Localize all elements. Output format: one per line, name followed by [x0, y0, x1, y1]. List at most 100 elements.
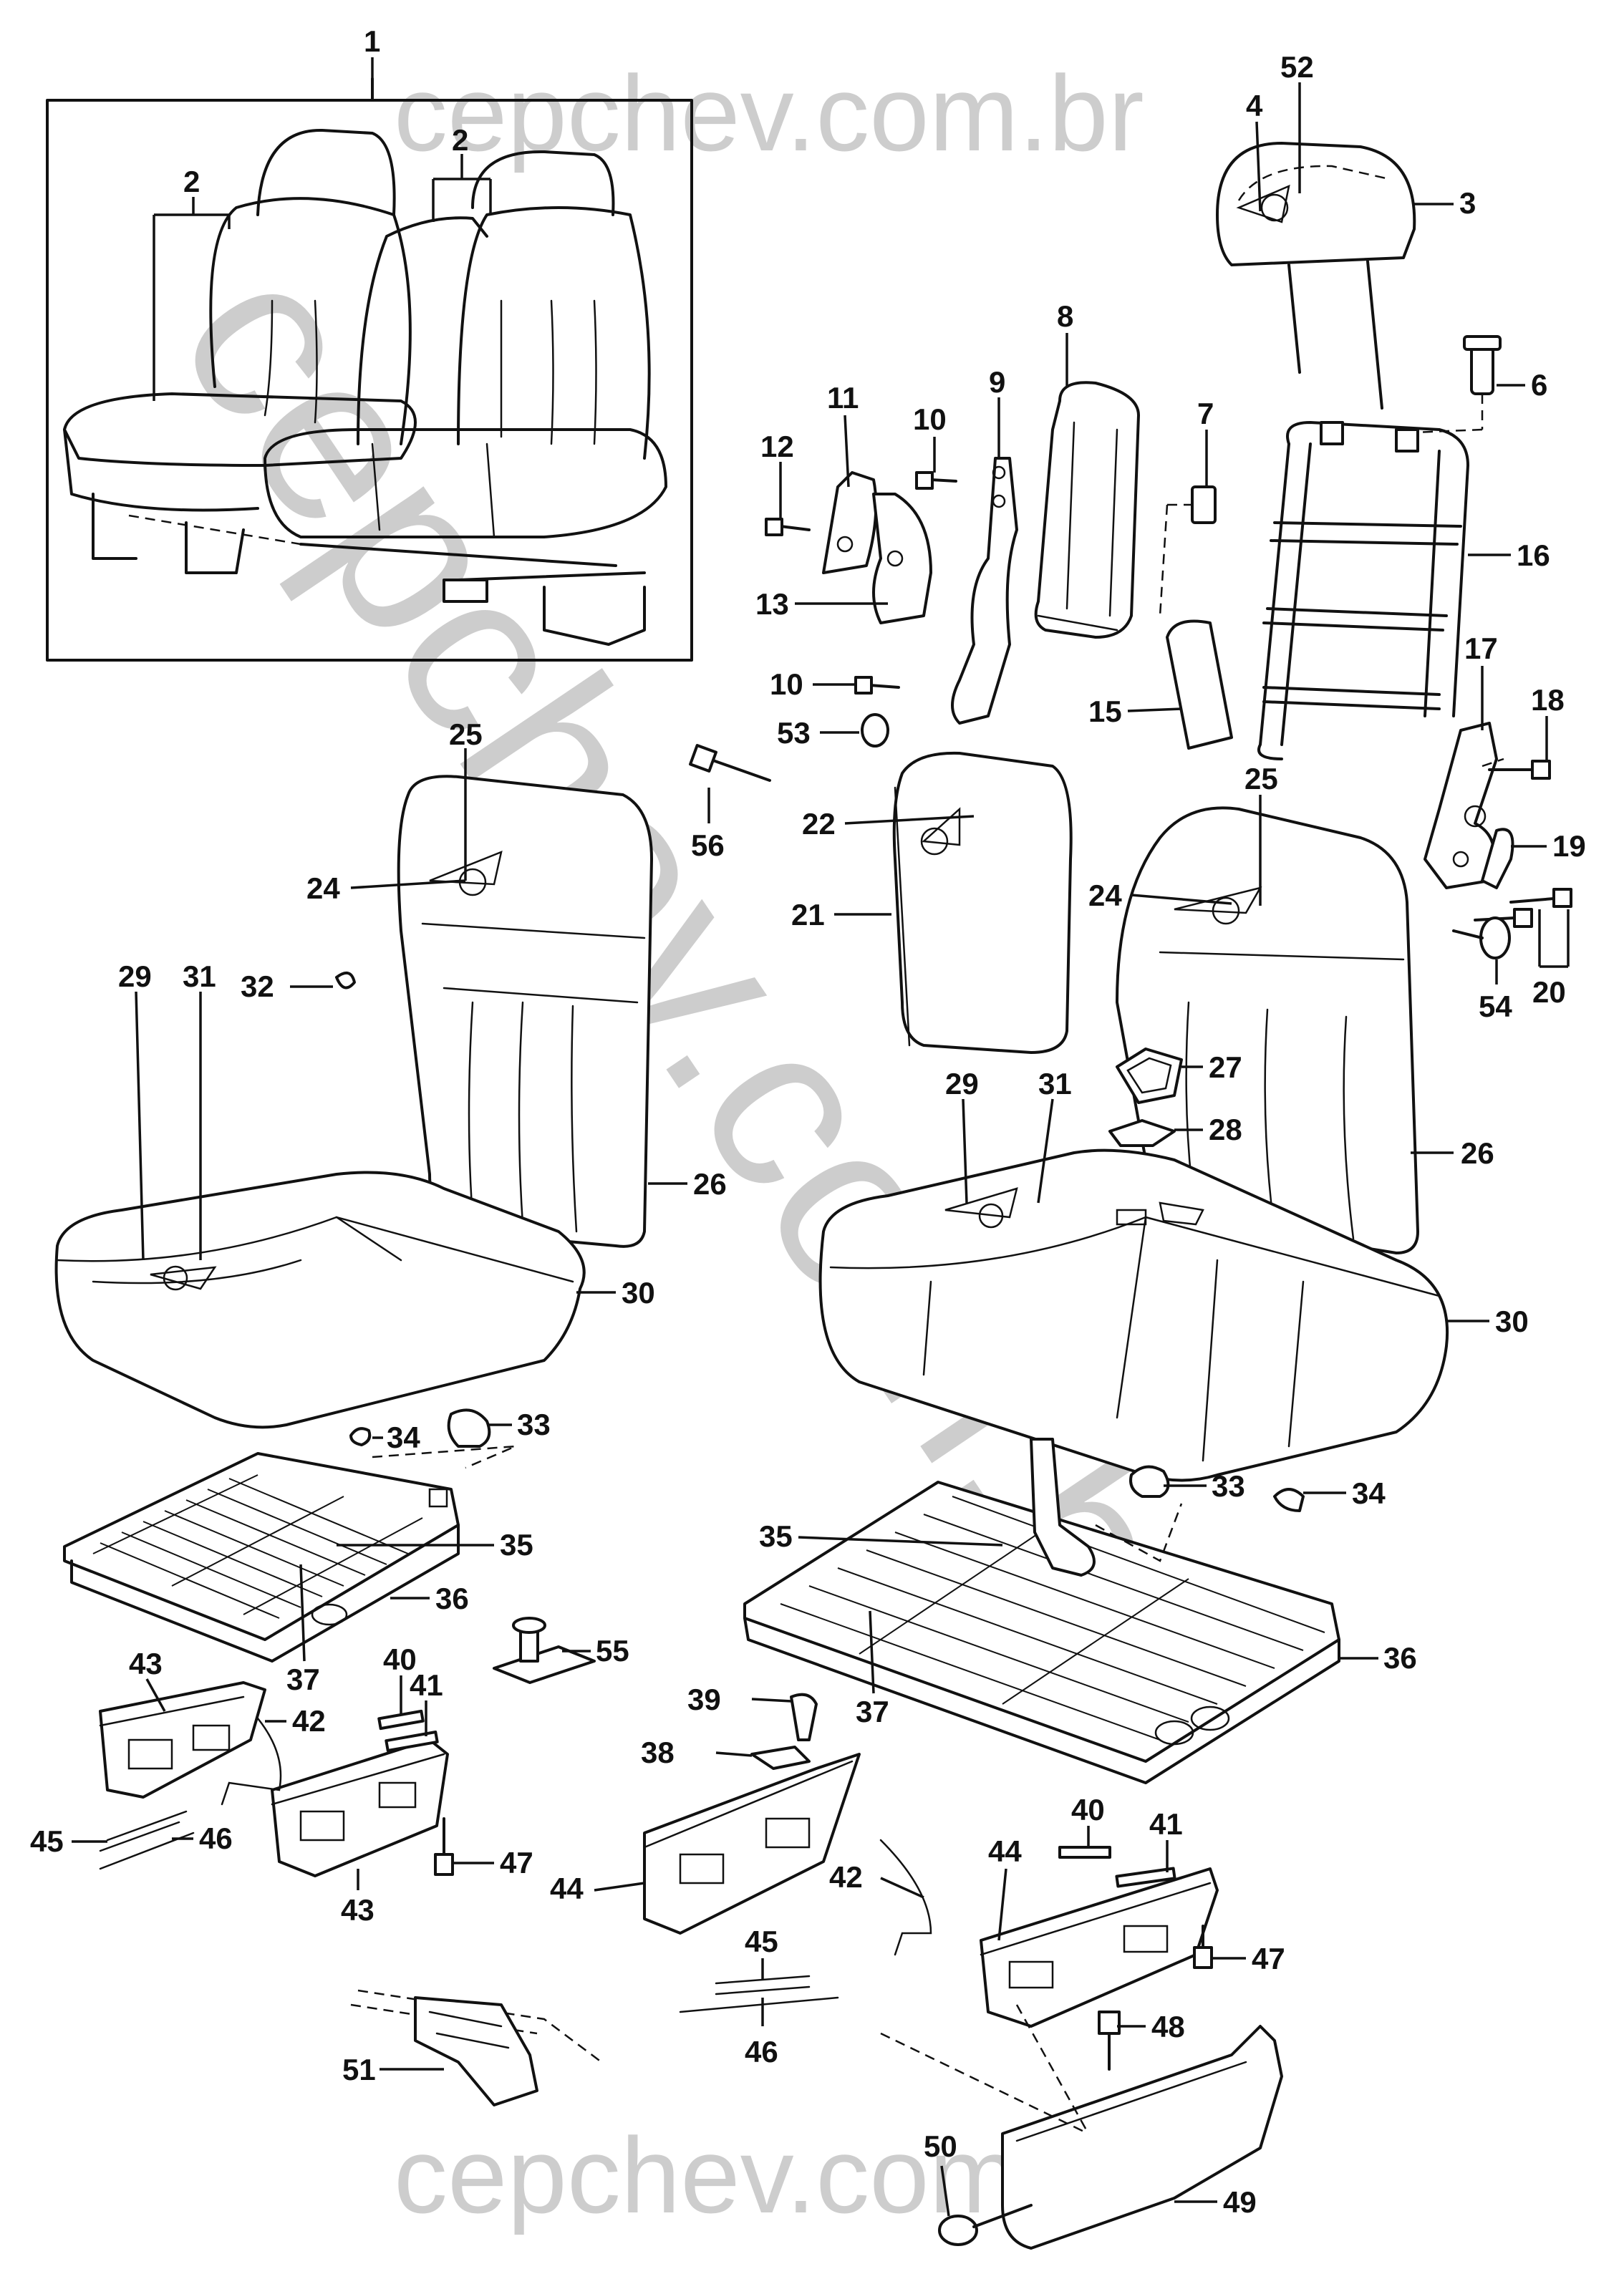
callout-38: 38: [641, 1736, 675, 1769]
callout-26-right: 26: [1461, 1136, 1494, 1170]
callout-22: 22: [802, 807, 836, 841]
callout-43-left: 43: [129, 1647, 163, 1680]
callout-44-left: 44: [550, 1872, 584, 1905]
callout-16: 16: [1517, 538, 1550, 572]
callout-37-left: 37: [286, 1663, 320, 1696]
side-trim-panel: [880, 2004, 1283, 2250]
callout-9: 9: [989, 365, 1005, 399]
callout-46-right: 46: [745, 2035, 778, 2069]
callout-54: 54: [1479, 990, 1512, 1023]
callout-27: 27: [1209, 1050, 1242, 1084]
callout-4: 4: [1246, 89, 1263, 122]
callout-33-right: 33: [1212, 1469, 1245, 1503]
pivot-plate-9: [951, 457, 1018, 725]
callout-34-right: 34: [1352, 1476, 1386, 1510]
callout-42-right: 42: [829, 1860, 863, 1894]
pivot-53: [861, 713, 889, 747]
callout-45-left: 45: [30, 1824, 64, 1858]
callout-30-left: 30: [622, 1276, 655, 1310]
callout-25-left: 25: [449, 717, 483, 751]
callout-39: 39: [687, 1683, 721, 1716]
callout-45-right: 45: [745, 1925, 778, 1958]
seatback-frame: [1257, 421, 1469, 760]
left-adjuster-outer: [99, 1681, 266, 1799]
stud-55: [493, 1617, 596, 1684]
callout-48: 48: [1151, 2010, 1185, 2043]
escutcheon-27: [1116, 1048, 1183, 1104]
callout-49: 49: [1223, 2185, 1257, 2219]
bolt-56: [689, 744, 771, 782]
callout-51: 51: [342, 2053, 376, 2086]
gasket-28: [1108, 1119, 1176, 1147]
callout-50: 50: [924, 2129, 957, 2163]
rack-41-right: [1115, 1867, 1176, 1888]
rack-41-left: [385, 1731, 439, 1752]
spring-45-left: [99, 1810, 188, 1852]
callout-15: 15: [1088, 695, 1122, 728]
callout-46-left: 46: [199, 1821, 233, 1855]
callout-41-left: 41: [410, 1668, 443, 1702]
callout-13: 13: [755, 587, 789, 621]
trim-cover-11: [822, 471, 878, 574]
seat-base-51: [350, 1989, 602, 2106]
callout-29-left: 29: [118, 959, 152, 993]
callout-8: 8: [1057, 299, 1073, 333]
spring-40-left: [377, 1709, 425, 1731]
callout-42-left: 42: [292, 1704, 326, 1738]
callout-44-right: 44: [988, 1834, 1022, 1868]
screw-10a: [915, 471, 957, 490]
push-pin-39: [790, 1693, 818, 1741]
callout-52: 52: [1280, 50, 1314, 84]
callout-20: 20: [1532, 975, 1566, 1009]
callout-36-right: 36: [1383, 1641, 1417, 1675]
latch-38: [750, 1746, 811, 1770]
screw-47-left: [434, 1817, 454, 1876]
callout-55: 55: [596, 1634, 629, 1668]
clip-33-right: [1129, 1465, 1170, 1498]
clip-32: [335, 971, 356, 990]
callout-30-right: 30: [1495, 1305, 1529, 1338]
callout-29-right: 29: [945, 1067, 979, 1100]
callout-33-left: 33: [517, 1408, 551, 1441]
callout-35-left: 35: [500, 1528, 533, 1562]
callout-47-right: 47: [1252, 1942, 1285, 1975]
seatback-pad: [892, 751, 1073, 1054]
bolt-18: [1488, 760, 1551, 780]
callout-2-left: 2: [183, 165, 200, 198]
screw-12: [765, 518, 811, 536]
callout-24-right: 24: [1088, 879, 1122, 912]
bolt-20a: [1509, 888, 1572, 908]
callout-12: 12: [760, 430, 794, 463]
headrest: [1216, 142, 1416, 410]
clip-7: [1159, 485, 1217, 616]
trim-cover-13: [872, 493, 932, 624]
nut-34-right: [1273, 1488, 1305, 1512]
callout-34-left: 34: [387, 1421, 420, 1454]
callout-40-left: 40: [383, 1642, 417, 1676]
spring-40-right: [1058, 1846, 1111, 1859]
callout-40-right: 40: [1071, 1793, 1105, 1827]
leader-lines: [72, 57, 1570, 2217]
callout-19: 19: [1552, 829, 1586, 863]
callout-3: 3: [1459, 186, 1476, 220]
nut-34-left: [349, 1427, 372, 1446]
screw-47-right: [1193, 1925, 1213, 1969]
callout-28: 28: [1209, 1113, 1242, 1146]
callout-26-left: 26: [693, 1167, 727, 1201]
left-adjuster-inner: [271, 1738, 449, 1877]
right-adjuster-inner: [980, 1867, 1219, 2028]
callout-41-right: 41: [1149, 1807, 1183, 1841]
right-seatback-cover: [1116, 806, 1419, 1254]
screw-10b: [854, 676, 900, 695]
callout-53: 53: [777, 716, 811, 750]
wire-46-right: [679, 1996, 839, 2013]
callout-11: 11: [827, 381, 859, 415]
callout-6: 6: [1531, 368, 1547, 402]
callout-36-left: 36: [435, 1582, 469, 1615]
cover-15: [1166, 619, 1233, 750]
release-cable-42-left: [221, 1717, 282, 1806]
callout-35-right: 35: [759, 1519, 793, 1553]
callout-31-right: 31: [1038, 1067, 1072, 1100]
callout-labels: 1 2 2 52 4 3 6 8 9 11 10 12 7 16 13 17 1…: [30, 24, 1586, 2219]
